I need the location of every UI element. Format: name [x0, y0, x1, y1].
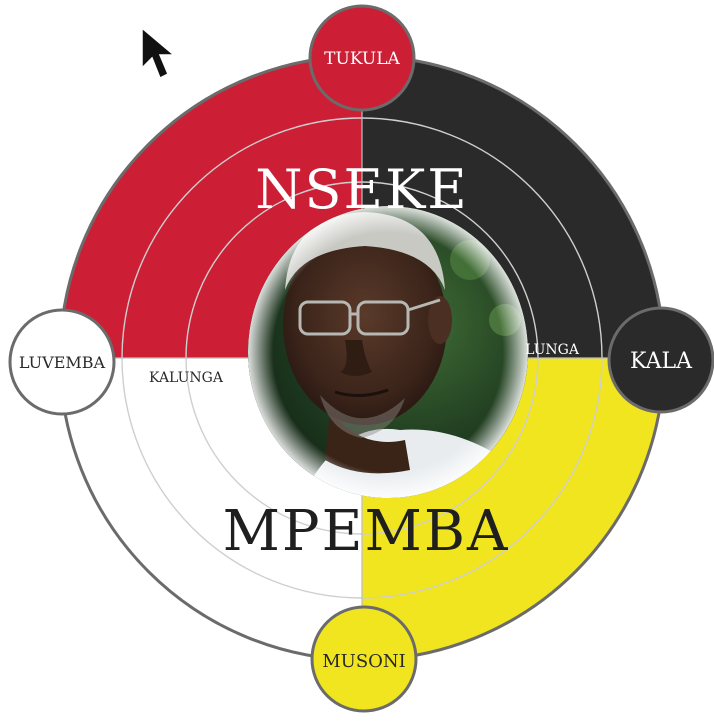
portrait — [248, 206, 528, 498]
node-top-label: TUKULA — [324, 49, 400, 69]
node-top: TUKULA — [308, 4, 416, 112]
node-right-label: KALA — [630, 349, 693, 374]
node-bottom-label: MUSONI — [322, 651, 406, 672]
axis-label-left: KALUNGA — [149, 370, 224, 386]
center-word-top: NSEKE — [255, 158, 468, 221]
node-right: KALA — [607, 306, 714, 414]
node-left-label: LUVEMBA — [19, 353, 106, 372]
mouse-cursor-icon — [141, 26, 177, 80]
center-word-bottom: MPEMBA — [223, 499, 510, 564]
axis-label-right: LUNGA — [525, 342, 580, 358]
node-left: LUVEMBA — [8, 308, 116, 416]
node-bottom: MUSONI — [310, 605, 418, 713]
